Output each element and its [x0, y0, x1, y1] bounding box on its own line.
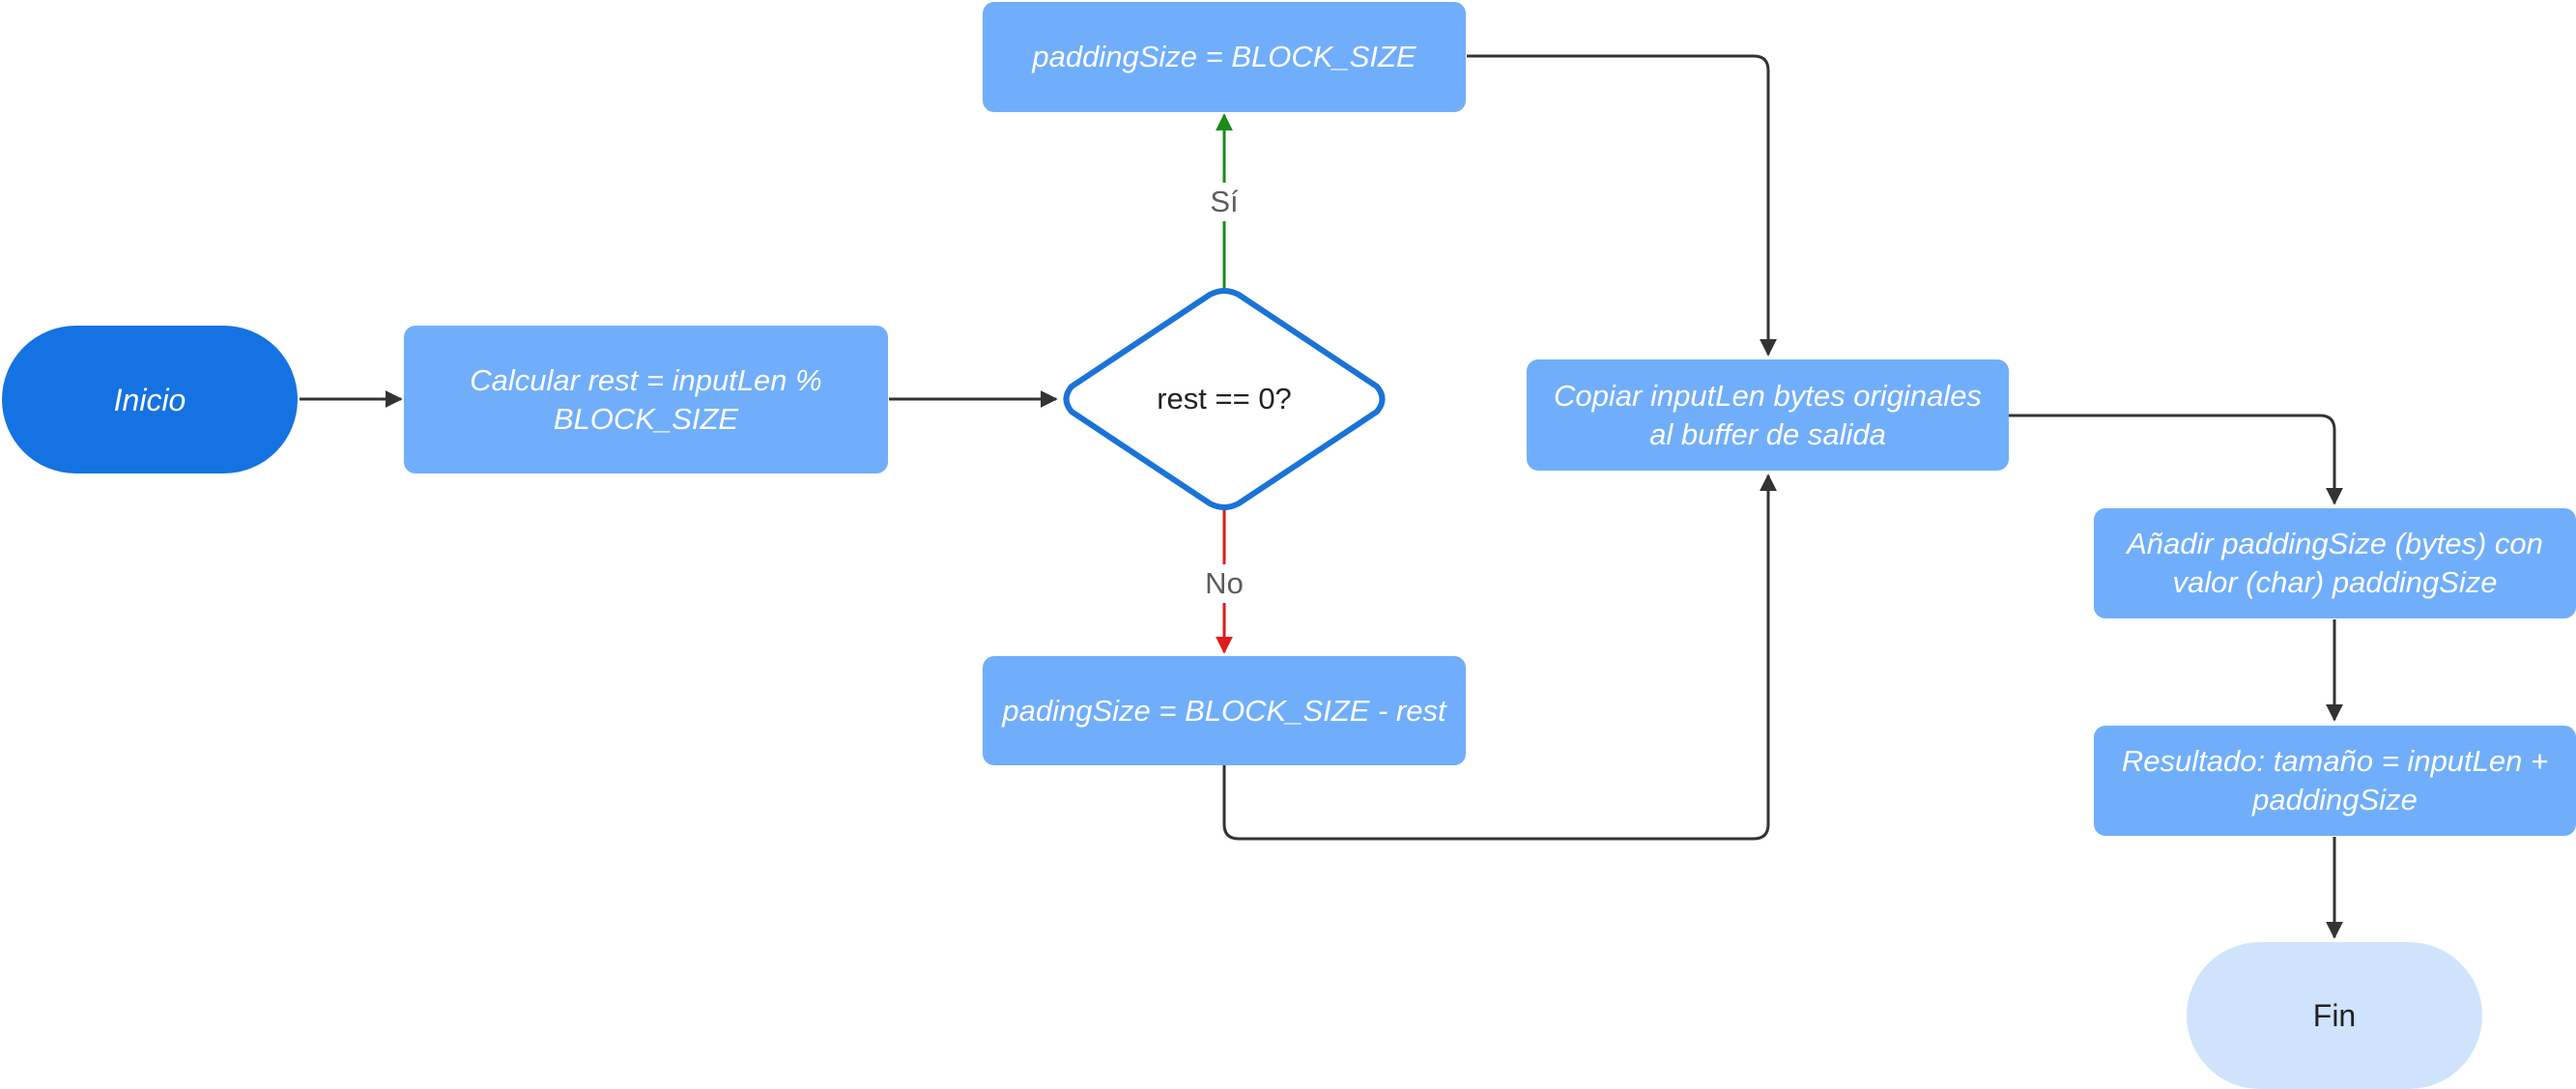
edge-padding-yes-to-copy — [1467, 54, 1777, 357]
end-node-label: Fin — [2312, 998, 2357, 1033]
process-node-padding-size-block-label: paddingSize = BLOCK_SIZE — [1032, 40, 1417, 73]
start-node-inicio[interactable]: Inicio — [2, 326, 298, 473]
decision-node-rest-equals-zero[interactable]: rest == 0? — [1063, 290, 1386, 508]
edge-copy-to-append — [2009, 414, 2343, 505]
decision-diamond — [1063, 288, 1386, 510]
process-node-append-padding[interactable]: Añadir paddingSize (bytes) con valor (ch… — [2094, 508, 2576, 618]
process-node-calculate-rest[interactable]: Calcular rest = inputLen % BLOCK_SIZE — [404, 326, 888, 473]
process-node-calculate-rest-label: Calcular rest = inputLen % BLOCK_SIZE — [470, 362, 822, 436]
edge-label-no: No — [1199, 564, 1249, 603]
process-node-result-size-label: Resultado: tamaño = inputLen + paddingSi… — [2121, 744, 2549, 817]
process-node-padding-size-block[interactable]: paddingSize = BLOCK_SIZE — [983, 2, 1466, 112]
process-node-padding-size-minus-rest[interactable]: padingSize = BLOCK_SIZE - rest — [983, 656, 1466, 765]
process-node-copy-bytes-label: Copiar inputLen bytes originales al buff… — [1554, 378, 1982, 451]
start-node-label: Inicio — [113, 382, 186, 417]
decision-node-label: rest == 0? — [1157, 382, 1292, 416]
end-node-fin[interactable]: Fin — [2187, 942, 2482, 1089]
process-node-padding-size-minus-rest-label: padingSize = BLOCK_SIZE - rest — [1002, 693, 1446, 728]
edge-label-yes: Sí — [1204, 183, 1245, 221]
process-node-result-size[interactable]: Resultado: tamaño = inputLen + paddingSi… — [2094, 726, 2576, 836]
process-node-append-padding-label: Añadir paddingSize (bytes) con valor (ch… — [2127, 527, 2543, 599]
edge-padding-no-to-copy — [1222, 473, 1777, 841]
process-node-copy-bytes[interactable]: Copiar inputLen bytes originales al buff… — [1527, 359, 2009, 471]
